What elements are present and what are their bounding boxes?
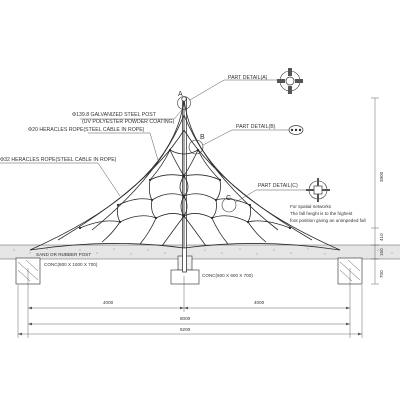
leader-lines	[0, 79, 314, 203]
svg-text:Φ20 HERACLES ROPE(STEEL CABLE: Φ20 HERACLES ROPE(STEEL CABLE IN ROPE)	[28, 127, 145, 133]
svg-text:8200: 8200	[180, 327, 191, 332]
svg-text:3900: 3900	[379, 171, 384, 182]
svg-text:CONC(800 X 1000 X 700): CONC(800 X 1000 X 700)	[44, 262, 98, 267]
svg-text:C: C	[226, 195, 231, 202]
svg-text:A: A	[178, 91, 183, 98]
svg-text:For spatial networks: For spatial networks	[290, 204, 332, 209]
conc-left-label: CONC(800 X 1000 X 700)	[44, 262, 98, 267]
svg-text:PART DETAIL(C): PART DETAIL(C)	[258, 183, 298, 189]
fall-height-note: For spatial networks The fall height is …	[290, 204, 366, 223]
part-detail-b-label: PART DETAIL(B)	[236, 124, 276, 130]
svg-text:B: B	[200, 134, 205, 141]
svg-text:PART DETAIL(A): PART DETAIL(A)	[228, 75, 268, 81]
part-detail-a-label: PART DETAIL(A)	[228, 75, 268, 81]
svg-text:CONC(600 X 600 X 700): CONC(600 X 600 X 700)	[202, 273, 253, 278]
horizontal-dimensions: 4000 4000 8000 8200	[17, 268, 363, 338]
callout-b: B	[188, 134, 205, 155]
svg-text:8000: 8000	[180, 316, 191, 321]
rope-net	[29, 96, 341, 251]
steel-post	[182, 97, 187, 273]
svg-text:foot position giving an unimpe: foot position giving an unimpeded fall	[290, 218, 366, 223]
part-detail-c-label: PART DETAIL(C)	[258, 183, 298, 189]
sand-label: SAND OR RUBBER POST	[36, 252, 91, 257]
rope32-label: Φ32 HERACLES ROPE(STEEL CABLE IN ROPE)	[0, 157, 117, 163]
svg-text:150: 150	[379, 248, 384, 256]
svg-text:700: 700	[379, 270, 384, 278]
vertical-dimensions: 3900 410 150 700	[371, 97, 384, 285]
cross-connector-icon	[306, 178, 330, 202]
svg-text:4000: 4000	[103, 300, 114, 305]
svg-text:The fall height is to the high: The fall height is to the highest	[290, 211, 353, 216]
svg-text:PART DETAIL(B): PART DETAIL(B)	[236, 124, 276, 130]
rope-connector-icon	[288, 125, 304, 135]
callout-c: C	[221, 195, 237, 213]
svg-text:410: 410	[379, 233, 384, 241]
pole-top-clamp-icon	[277, 68, 303, 94]
svg-text:4000: 4000	[254, 300, 265, 305]
conc-right-label: CONC(600 X 600 X 700)	[202, 273, 253, 278]
svg-text:(UV POLYESTER POWDER COATING): (UV POLYESTER POWDER COATING)	[82, 119, 175, 125]
callout-a: A	[177, 91, 191, 110]
svg-text:Φ139.8 GALVANIZED STEEL POST: Φ139.8 GALVANIZED STEEL POST	[72, 112, 157, 118]
ground	[0, 244, 400, 260]
svg-text:SAND OR RUBBER POST: SAND OR RUBBER POST	[36, 252, 91, 257]
svg-text:Φ32 HERACLES ROPE(STEEL CABLE: Φ32 HERACLES ROPE(STEEL CABLE IN ROPE)	[0, 157, 117, 163]
post-label: Φ139.8 GALVANIZED STEEL POST (UV POLYEST…	[72, 112, 175, 125]
rope20-label: Φ20 HERACLES ROPE(STEEL CABLE IN ROPE)	[28, 127, 145, 133]
